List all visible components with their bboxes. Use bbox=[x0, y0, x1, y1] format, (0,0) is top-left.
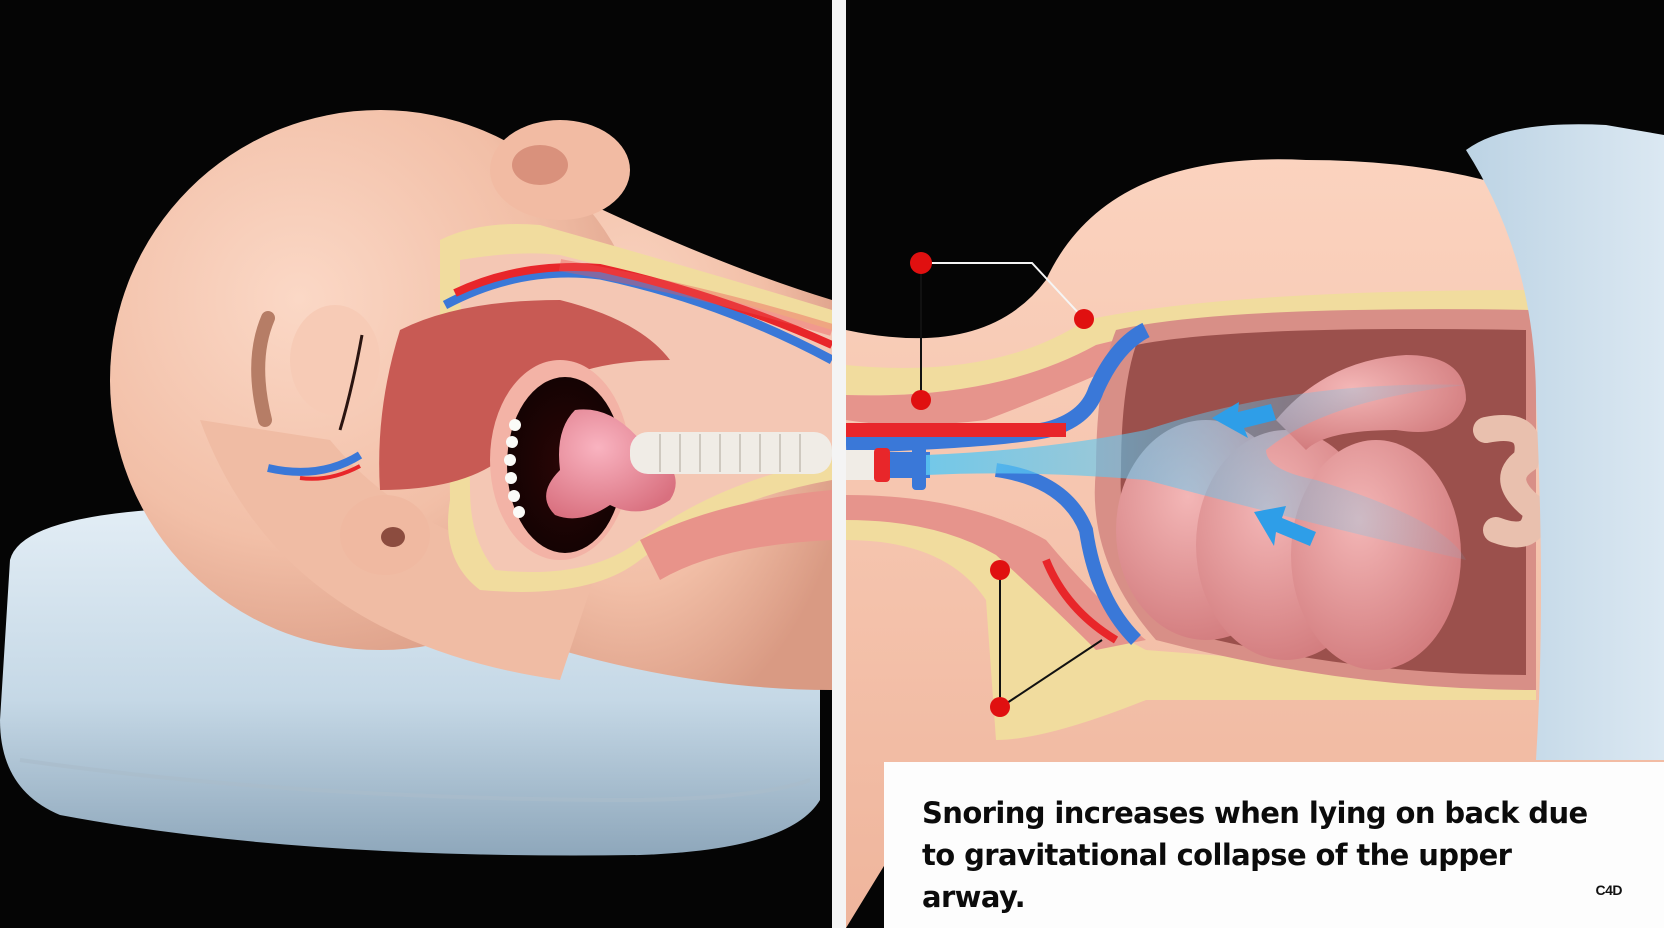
callout-dot-3 bbox=[911, 390, 931, 410]
lower-tissue bbox=[640, 490, 832, 580]
panel-divider bbox=[832, 0, 846, 928]
nasal-vein bbox=[267, 451, 363, 476]
airway-tube bbox=[630, 432, 832, 474]
callout-dot-2 bbox=[1074, 309, 1094, 329]
caption-text: Snoring increases when lying on back due… bbox=[922, 796, 1588, 914]
blanket bbox=[1466, 124, 1664, 761]
eyebrow bbox=[251, 311, 275, 427]
airway-chest-illustration bbox=[846, 124, 1664, 928]
callout-dot-5 bbox=[990, 697, 1010, 717]
tongue bbox=[546, 409, 676, 519]
arrow-lower bbox=[1254, 506, 1316, 546]
artery-lower bbox=[1042, 558, 1119, 644]
airflow-arrows bbox=[1212, 402, 1316, 546]
teeth bbox=[504, 419, 525, 518]
sleeping-head-illustration bbox=[0, 110, 832, 856]
eyelid bbox=[290, 305, 380, 415]
callout-markers bbox=[910, 252, 1103, 717]
caption-box: Snoring increases when lying on back due… bbox=[884, 762, 1664, 928]
closed-eye bbox=[338, 334, 364, 431]
airway-vein-lower bbox=[994, 463, 1142, 645]
nose bbox=[340, 495, 430, 575]
left-illustration-panel bbox=[0, 110, 832, 856]
callout-dot-1 bbox=[910, 252, 932, 274]
upper-fat-layer bbox=[846, 290, 1536, 396]
credit-label: C4D bbox=[1595, 882, 1622, 898]
intestine-loop bbox=[1473, 415, 1550, 548]
airflow-stream bbox=[926, 384, 1466, 560]
lower-muscle bbox=[846, 495, 1146, 650]
callout-dot-4 bbox=[990, 560, 1010, 580]
tube-connector bbox=[846, 440, 930, 490]
sagittal-cutaway bbox=[267, 224, 832, 592]
artery bbox=[453, 263, 832, 349]
vein bbox=[442, 268, 832, 364]
nasal-artery bbox=[299, 464, 361, 481]
ear bbox=[490, 120, 630, 220]
arrow-upper bbox=[1212, 402, 1276, 438]
